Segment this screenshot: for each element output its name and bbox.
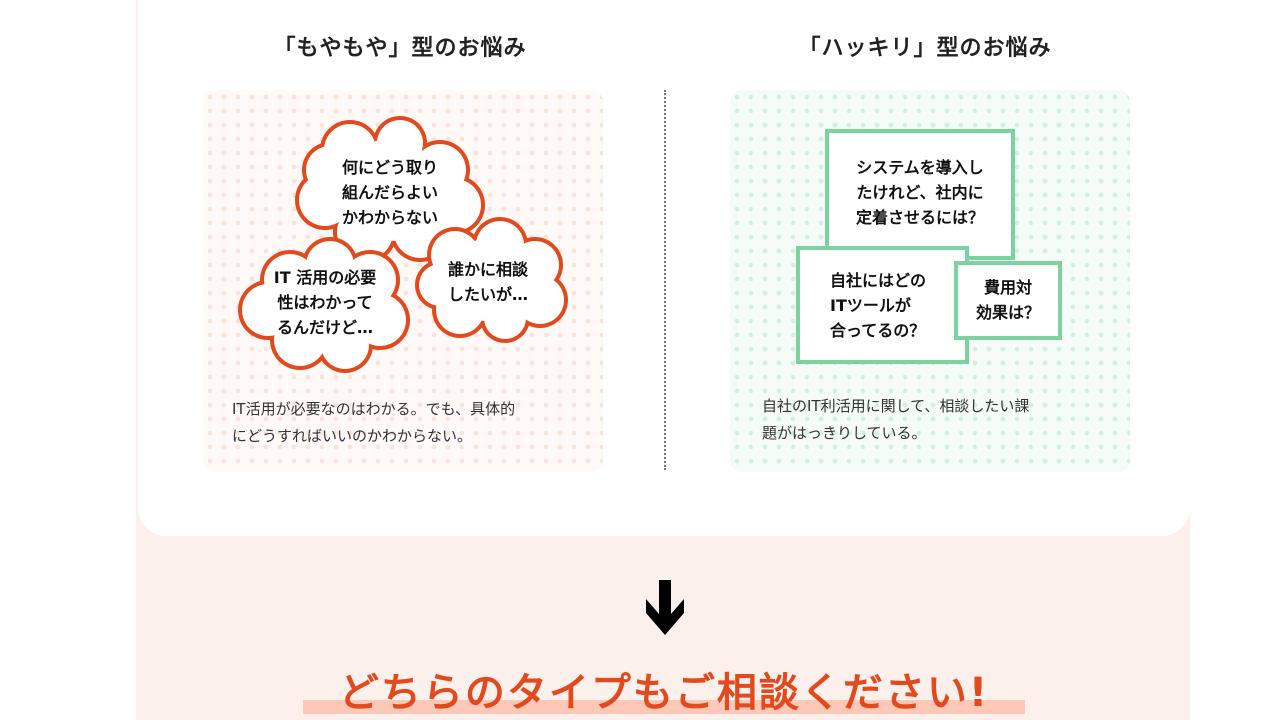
cloud-fill-puff (511, 241, 559, 289)
left-description: IT活用が必要なのはわかる。でも、具体的 にどうすればいいのかわからない。 (232, 400, 516, 445)
cloud-fill-puff (377, 120, 423, 166)
cloud-text-3: 誰かに相談 したいが… (447, 260, 528, 304)
left-title: 「もやもや」型のお悩み (273, 36, 527, 61)
box-text-3: 費用対 効果は？ (975, 278, 1040, 322)
box-text-2: 自社にはどの ITツールが 合ってるの？ (830, 271, 927, 340)
divider (664, 90, 666, 470)
arrow-down-icon (646, 580, 684, 635)
cloud-fill-puff (337, 204, 393, 260)
cloud-fill-puff (354, 294, 406, 346)
cloud-1 (295, 116, 485, 264)
cloud-text-1: 何にどう取り 組んだらよい かわからない (341, 158, 438, 227)
issue-box-1 (825, 129, 1015, 260)
right-description: 自社のIT利活用に関して、相談したい課 題がはっきりしている。 (762, 397, 1030, 442)
cloud-fill-puff (516, 276, 564, 324)
cloud-fill-puff (429, 179, 481, 231)
cta-highlight (303, 700, 1025, 714)
cloud-fill-puff (306, 241, 354, 289)
cta-heading: どちらのタイプもご相談ください! (338, 670, 990, 716)
cloud-fill-puff (419, 264, 461, 306)
cloud-fill-puff (306, 146, 354, 194)
issue-box-2 (796, 246, 969, 364)
cloud-fill-puff (476, 221, 524, 269)
cloud-3 (415, 217, 568, 343)
cloud-fill-puff (484, 297, 526, 339)
cloud-fill-puff (344, 254, 396, 306)
cloud-2 (238, 237, 410, 373)
cloud-fill-puff (321, 321, 369, 369)
issue-box-3 (954, 261, 1062, 340)
right-title: 「ハッキリ」型のお悩み (798, 36, 1052, 61)
cloud-text-2: IT 活用の必要 性はわかって るんだけど… (273, 268, 377, 337)
cloud-fill-puff (242, 284, 294, 336)
box-text-1: システムを導入し たけれど、社内に 定着させるには？ (855, 158, 984, 227)
